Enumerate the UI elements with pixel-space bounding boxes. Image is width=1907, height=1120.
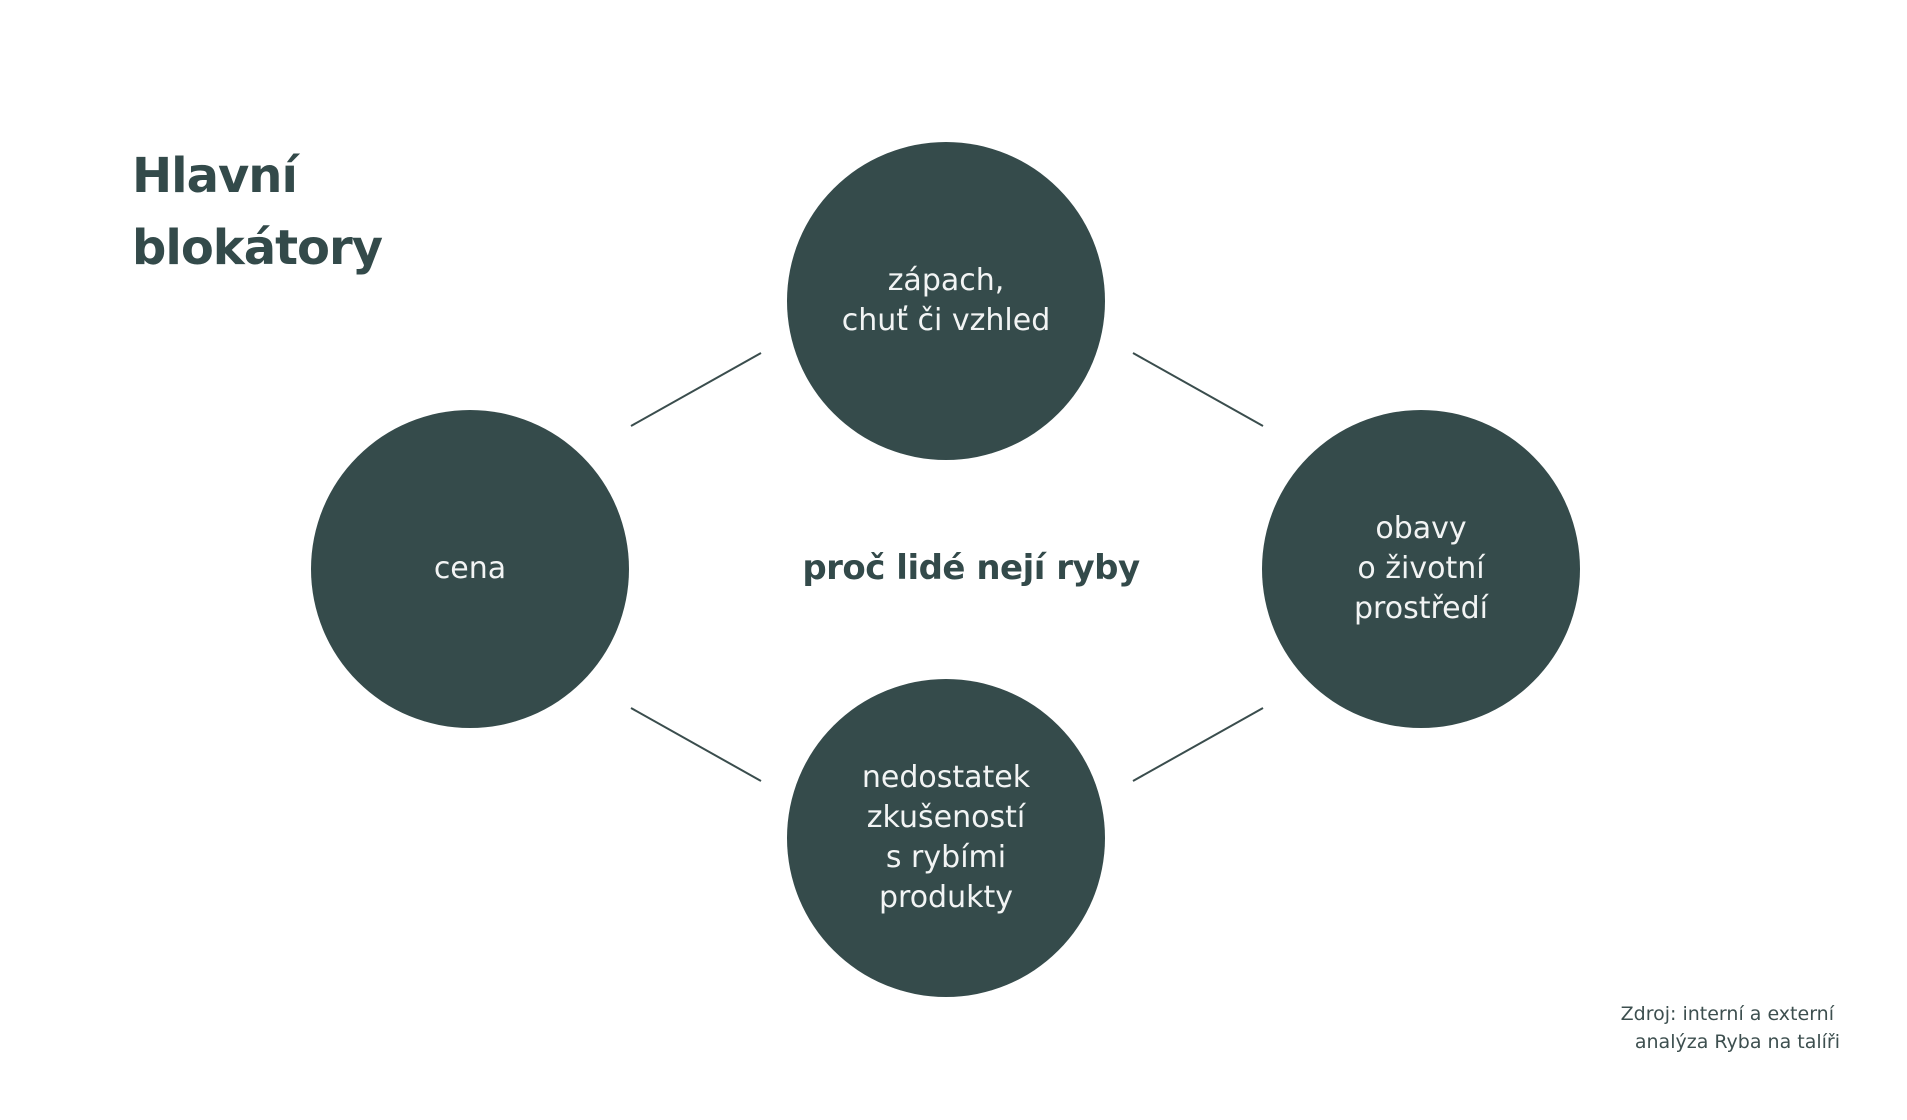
node-text-line: produkty	[878, 880, 1014, 915]
node-text-line: o životní	[1357, 551, 1485, 586]
node-odor-taste-look: zápach, chuť či vzhled	[787, 142, 1105, 460]
node-text-line: prostředí	[1354, 591, 1488, 626]
connector-bottom-right	[1132, 707, 1264, 782]
source-note: Zdroj: interní a externí analýza Ryba na…	[1520, 1000, 1840, 1056]
node-lack-of-experience: nedostatek zkušeností s rybími produkty	[787, 679, 1105, 997]
center-label: proč lidé nejí ryby	[802, 548, 1140, 588]
node-text-line: zkušeností	[866, 800, 1026, 835]
node-text-line: cena	[433, 551, 507, 586]
connector-top-right	[1132, 352, 1264, 427]
page-title: Hlavní blokátory	[132, 140, 383, 284]
node-text-line: zápach,	[887, 263, 1005, 298]
source-line-1: Zdroj: interní a externí	[1620, 1003, 1834, 1025]
node-text-line: chuť či vzhled	[841, 303, 1051, 338]
connector-left-bottom	[630, 707, 762, 782]
node-price: cena	[311, 410, 629, 728]
title-line-1: Hlavní	[132, 148, 298, 204]
source-line-2: analýza Ryba na talíři	[1634, 1031, 1840, 1053]
node-environment-concerns: obavy o životní prostředí	[1262, 410, 1580, 728]
node-text-line: s rybími	[885, 840, 1007, 875]
title-line-2: blokátory	[132, 220, 383, 276]
node-text-line: nedostatek	[861, 760, 1031, 795]
connector-left-top	[630, 352, 762, 427]
node-text-line: obavy	[1375, 511, 1467, 546]
